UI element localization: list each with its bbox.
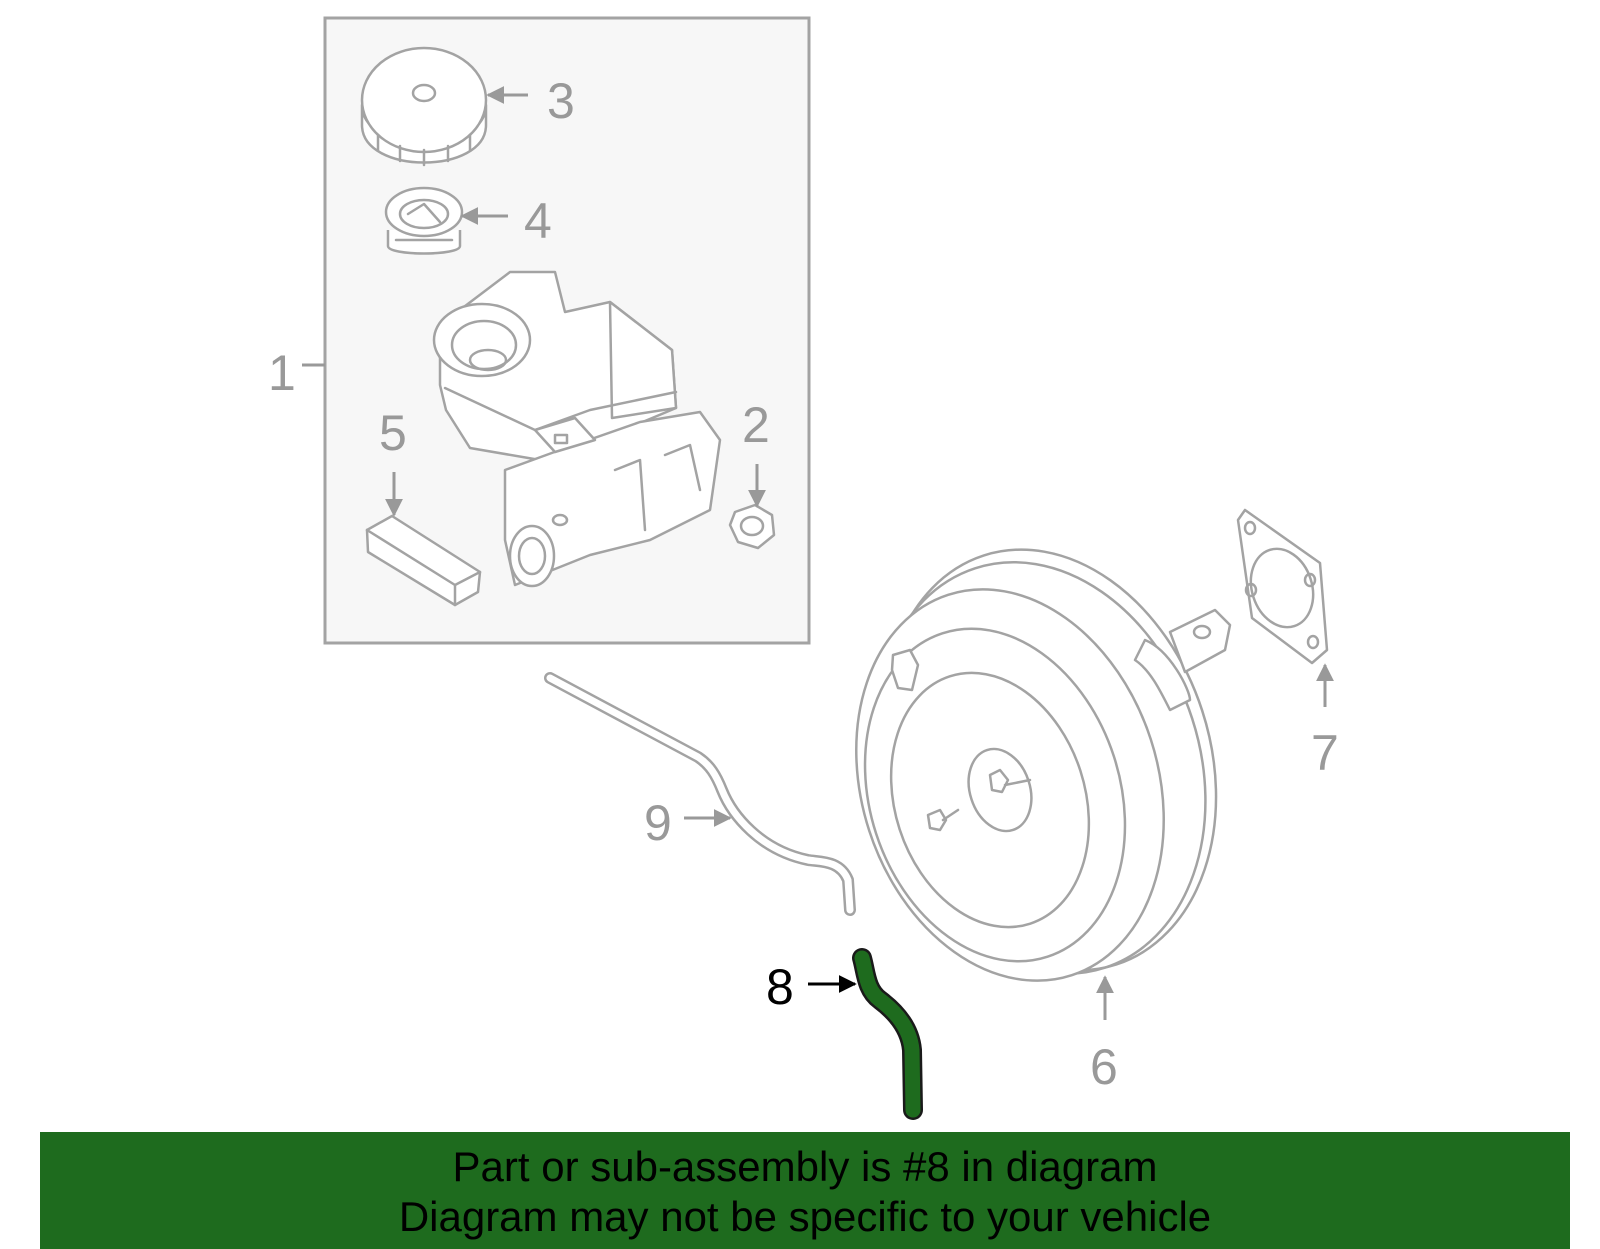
part-9-vacuum-line xyxy=(544,672,856,916)
callout-6: 6 xyxy=(1090,1039,1118,1095)
callout-7: 7 xyxy=(1311,725,1339,781)
part-3-reservoir-cap xyxy=(360,46,488,167)
callout-3: 3 xyxy=(547,73,575,129)
part-1-master-cylinder xyxy=(432,270,722,588)
callout-1: 1 xyxy=(268,345,296,401)
callout-4: 4 xyxy=(524,193,552,249)
callout-5: 5 xyxy=(379,405,407,461)
part-8-hose-highlighted xyxy=(852,948,923,1120)
callout-9: 9 xyxy=(644,795,672,851)
part-4-strainer xyxy=(384,186,464,255)
callout-8: 8 xyxy=(766,959,794,1015)
part-2-nut xyxy=(728,503,776,550)
part-6-brake-booster xyxy=(855,548,1232,982)
part-7-gasket xyxy=(1236,508,1329,665)
info-banner: Part or sub-assembly is #8 in diagram Di… xyxy=(40,1132,1570,1249)
banner-line-2: Diagram may not be specific to your vehi… xyxy=(398,1193,1212,1240)
callout-2: 2 xyxy=(742,397,770,453)
banner-line-1: Part or sub-assembly is #8 in diagram xyxy=(452,1143,1158,1190)
